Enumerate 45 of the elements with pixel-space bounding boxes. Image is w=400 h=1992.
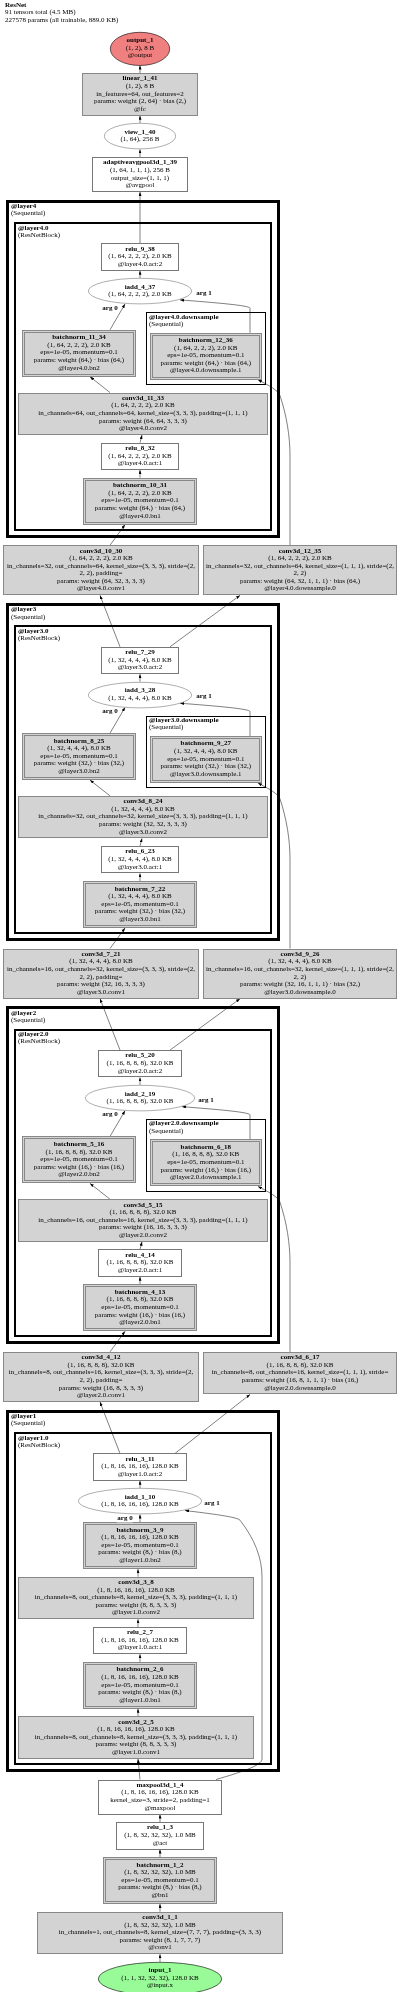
layer-box bbox=[18, 392, 268, 436]
layer-box bbox=[203, 545, 397, 596]
module-cluster bbox=[146, 715, 266, 789]
layer-box bbox=[22, 1136, 136, 1184]
operation-ellipse bbox=[78, 1488, 202, 1515]
layer-box bbox=[83, 1284, 197, 1332]
layer-box bbox=[18, 795, 268, 839]
layer-box bbox=[103, 1857, 217, 1905]
layer-box bbox=[18, 1716, 254, 1759]
layer-box bbox=[3, 1351, 199, 1403]
module-cluster bbox=[146, 312, 266, 385]
layer-box bbox=[83, 477, 197, 525]
module-cluster bbox=[146, 1118, 266, 1192]
layer-box bbox=[83, 1661, 197, 1709]
layer-box bbox=[83, 881, 197, 928]
layer-box bbox=[22, 329, 136, 377]
layer-box bbox=[116, 1822, 204, 1850]
layer-box bbox=[18, 1199, 268, 1242]
layer-box bbox=[101, 442, 179, 471]
layer-box bbox=[37, 1911, 283, 1955]
layer-box bbox=[22, 733, 136, 781]
operation-ellipse bbox=[88, 681, 192, 708]
layer-box bbox=[93, 1626, 187, 1655]
layer-box bbox=[149, 1139, 262, 1187]
layer-box bbox=[3, 948, 199, 999]
layer-box bbox=[92, 157, 188, 193]
layer-box bbox=[98, 1249, 182, 1277]
operation-ellipse bbox=[88, 278, 192, 305]
layer-box bbox=[3, 545, 199, 596]
operation-ellipse bbox=[85, 1085, 195, 1112]
layer-box bbox=[203, 1351, 397, 1395]
output-ellipse bbox=[110, 31, 170, 66]
layer-box bbox=[101, 846, 179, 874]
layer-box bbox=[93, 1453, 187, 1481]
layer-box bbox=[149, 332, 262, 380]
operation-ellipse bbox=[104, 123, 176, 150]
layer-box bbox=[98, 1050, 182, 1078]
layer-box bbox=[101, 646, 179, 675]
layer-box bbox=[203, 948, 397, 999]
layer-box bbox=[149, 735, 262, 783]
layer-box bbox=[101, 243, 179, 271]
layer-box bbox=[83, 1522, 197, 1570]
layer-box bbox=[18, 1576, 254, 1620]
layer-box bbox=[82, 73, 198, 116]
layer-box bbox=[98, 1779, 222, 1815]
